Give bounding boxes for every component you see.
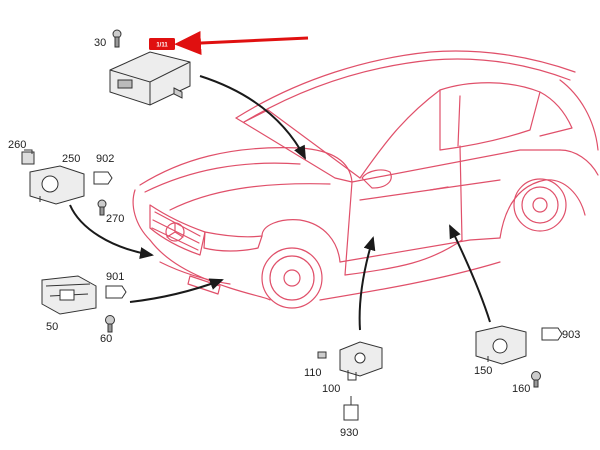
leader-front-left-sensor [69, 204, 154, 259]
front-lower-sensor-part [41, 275, 127, 333]
label-110: 110 [304, 367, 322, 379]
leader-rear-sensor [449, 224, 491, 323]
label-60: 60 [100, 333, 112, 345]
red-tag [149, 38, 175, 50]
label-100: 100 [322, 383, 340, 395]
label-50: 50 [46, 321, 58, 333]
red-tag-text: 1/11 [156, 43, 168, 49]
label-930: 930 [340, 427, 358, 439]
label-160: 160 [512, 383, 530, 395]
label-150: 150 [474, 365, 492, 377]
rear-sensor-part [475, 325, 563, 388]
red-arrow [174, 31, 309, 56]
label-902: 902 [96, 153, 114, 165]
label-260: 260 [8, 139, 26, 151]
label-903: 903 [562, 329, 580, 341]
leader-arrows [69, 75, 491, 331]
part-labels: 30 260 250 902 270 901 50 60 110 100 930… [8, 37, 580, 439]
front-left-sensor-part [21, 149, 113, 216]
leader-control-unit [199, 75, 306, 160]
car-illustration [132, 50, 599, 309]
label-901: 901 [106, 271, 124, 283]
label-30: 30 [94, 37, 106, 49]
label-250: 250 [62, 153, 80, 165]
label-270: 270 [106, 213, 124, 225]
leader-front-lower-sensor [129, 278, 224, 303]
highlight-marker: 1/11 [149, 31, 309, 56]
leader-door-sensor [358, 236, 376, 331]
control-unit-part [109, 29, 191, 106]
door-sensor-part [317, 341, 383, 421]
